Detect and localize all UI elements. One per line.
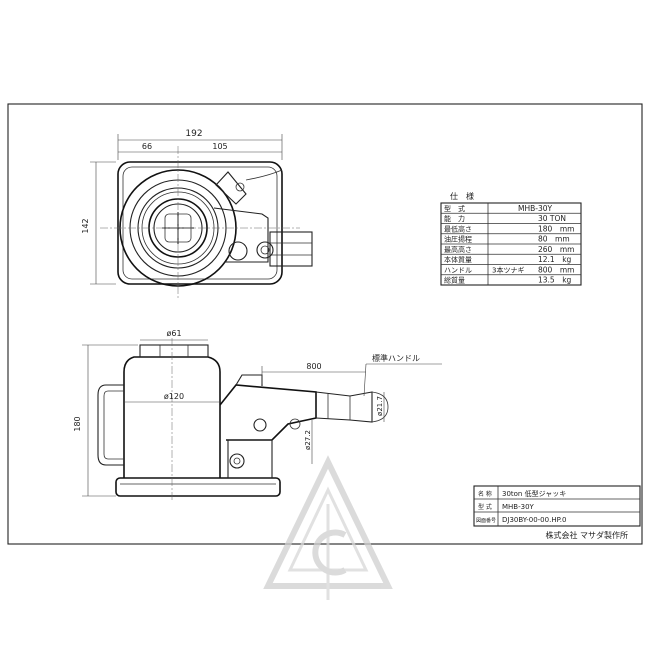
spec-value: 13.5 kg <box>538 276 572 285</box>
spec-value: MHB-30Y <box>518 204 553 213</box>
spec-value: 800 mm <box>538 266 574 275</box>
title-block: 名 称 30ton 低型ジャッキ 型 式 MHB-30Y 図面番号 DJ30BY… <box>473 485 641 540</box>
title-name-label: 名 称 <box>478 490 492 498</box>
spec-label: 油圧揚程 <box>444 235 472 244</box>
spec-table: 仕 様 型 式 能 力 最低高さ 油圧揚程 最高高さ 本体質量 ハンドル 総質量… <box>440 191 582 286</box>
title-drawing-label: 図面番号 <box>476 517 496 524</box>
title-model-value: MHB-30Y <box>502 503 535 511</box>
dim-socket-dia: ø27.2 <box>304 430 312 450</box>
spec-label: 本体質量 <box>444 255 472 264</box>
watermark-logo <box>263 455 393 600</box>
spec-value: 180 mm <box>538 225 574 234</box>
spec-title: 仕 様 <box>450 191 474 201</box>
spec-note: 3本ツナギ <box>492 266 524 275</box>
dim-body-dia: ø120 <box>164 392 184 401</box>
dim-top-left: 66 <box>142 142 152 151</box>
spec-label: 最高高さ <box>444 245 472 254</box>
label-standard-handle: 標準ハンドル <box>372 353 420 363</box>
title-model-label: 型 式 <box>478 503 492 511</box>
top-view: 192 66 105 142 <box>81 129 313 300</box>
spec-label: 総質量 <box>444 276 465 285</box>
dim-handle-dia: ø21.7 <box>376 396 384 416</box>
title-name-value: 30ton 低型ジャッキ <box>502 489 566 498</box>
dim-top-depth: 142 <box>81 218 90 233</box>
spec-label: 能 力 <box>444 214 465 223</box>
company-name: 株式会社 マサダ製作所 <box>545 530 628 540</box>
dim-ram-dia: ø61 <box>166 329 181 338</box>
drawing-frame <box>7 103 643 545</box>
spec-value: 260 mm <box>538 245 574 254</box>
spec-value: 30 TON <box>538 214 566 223</box>
side-view: ø61 ø120 180 800 標準ハンドル ø21.7 ø27.2 <box>73 329 442 500</box>
dim-side-height: 180 <box>73 416 82 431</box>
spec-label: 型 式 <box>444 204 465 213</box>
spec-label: 最低高さ <box>444 225 472 234</box>
spec-label: ハンドル <box>444 267 472 275</box>
title-drawing-value: DJ30BY-00-00.HP.0 <box>502 516 566 524</box>
spec-value: 12.1 kg <box>538 255 572 264</box>
spec-value: 80 mm <box>538 235 570 244</box>
dim-handle-length: 800 <box>306 362 321 371</box>
dim-top-right: 105 <box>212 142 227 151</box>
dim-top-width: 192 <box>185 129 202 139</box>
